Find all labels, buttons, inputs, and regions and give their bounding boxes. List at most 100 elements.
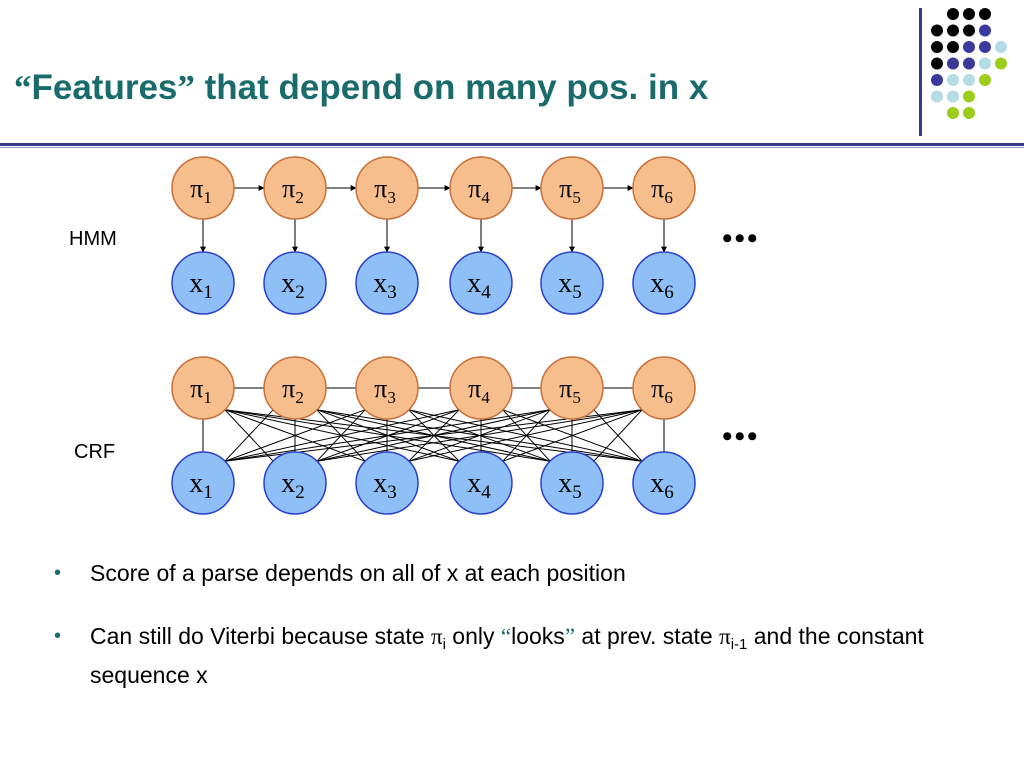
hmm-obs-node-4: x4 bbox=[449, 251, 513, 315]
bullet-marker: • bbox=[54, 625, 62, 647]
bullet-2-text-b: only bbox=[445, 623, 501, 649]
bullet-2-pi-prev-symbol: π bbox=[719, 624, 731, 649]
hmm-ellipsis: ••• bbox=[722, 222, 760, 255]
hmm-state-node-6-subscript: 6 bbox=[664, 188, 673, 207]
crf-state-node-2-circle bbox=[263, 356, 327, 420]
black-decor-dot bbox=[931, 24, 943, 37]
crf-label: CRF bbox=[74, 441, 116, 463]
hmm-state-node-2-circle bbox=[263, 156, 327, 220]
bullet-item-2: • Can still do Viterbi because state πi … bbox=[54, 621, 1004, 691]
crf-obs-node-3: x3 bbox=[355, 451, 419, 515]
crf-obs-node-2-circle bbox=[263, 451, 327, 515]
crf-obs-node-2-symbol: x bbox=[281, 468, 295, 499]
hmm-state-node-5-subscript: 5 bbox=[572, 188, 581, 207]
bullet-2-text-a: Can still do Viterbi because state bbox=[90, 623, 431, 649]
hmm-obs-node-6-subscript: 6 bbox=[664, 282, 674, 303]
hmm-obs-node-2: x2 bbox=[263, 251, 327, 315]
crf-state-node-1-symbol: π bbox=[190, 374, 203, 403]
crf-potential-edge bbox=[224, 409, 274, 462]
crf-obs-node-1: x1 bbox=[171, 451, 235, 515]
crf-state-node-4-circle bbox=[449, 356, 513, 420]
hmm-state-node-4-circle bbox=[449, 156, 513, 220]
crf-obs-node-1-symbol: x bbox=[189, 468, 203, 499]
title-underline-thin bbox=[0, 147, 1024, 148]
hmm-obs-node-2-circle bbox=[263, 251, 327, 315]
crf-obs-node-3-label: x3 bbox=[373, 468, 397, 503]
hmm-state-node-3-label: π3 bbox=[374, 174, 396, 207]
hmm-obs-node-4-label: x4 bbox=[467, 268, 491, 303]
crf-state-node-2-label: π2 bbox=[282, 374, 304, 407]
hmm-obs-node-3-label: x3 bbox=[373, 268, 397, 303]
title-features-word: Features bbox=[31, 68, 178, 107]
crf-potential-edge bbox=[316, 409, 643, 462]
indigo-decor-dot bbox=[979, 41, 991, 53]
bullet-list: • Score of a parse depends on all of x a… bbox=[54, 558, 1004, 691]
hmm-obs-node-6-label: x6 bbox=[650, 268, 674, 303]
hmm-label: HMM bbox=[69, 228, 117, 250]
crf-obs-node-5: x5 bbox=[540, 451, 604, 515]
black-decor-dot bbox=[963, 8, 975, 20]
lightblue-decor-dot bbox=[931, 90, 943, 103]
black-decor-dot bbox=[947, 8, 959, 20]
hmm-obs-node-4-symbol: x bbox=[467, 268, 481, 299]
crf-state-node-4: π4 bbox=[449, 356, 513, 420]
title-underline bbox=[0, 143, 1024, 146]
crf-state-node-3-label: π3 bbox=[374, 374, 396, 407]
hmm-state-node-6: π6 bbox=[632, 156, 696, 220]
crf-state-node-6-symbol: π bbox=[651, 374, 664, 403]
hmm-state-node-5: π5 bbox=[540, 156, 604, 220]
black-decor-dot bbox=[931, 41, 943, 53]
hmm-obs-node-2-label: x2 bbox=[281, 268, 305, 303]
crf-state-node-5-circle bbox=[540, 356, 604, 420]
crf-potential-edge bbox=[593, 409, 643, 462]
crf-obs-node-6-subscript: 6 bbox=[664, 482, 674, 503]
crf-state-node-1: π1 bbox=[171, 356, 235, 420]
hmm-obs-node-3-subscript: 3 bbox=[387, 282, 397, 303]
hmm-state-node-1: π1 bbox=[171, 156, 235, 220]
crf-state-node-2-subscript: 2 bbox=[295, 388, 304, 407]
crf-state-node-4-label: π4 bbox=[468, 374, 490, 407]
hmm-obs-node-3-circle bbox=[355, 251, 419, 315]
bullet-2-pi-subscript: i bbox=[442, 636, 446, 653]
lightblue-decor-dot bbox=[995, 41, 1007, 53]
crf-obs-node-6-circle bbox=[632, 451, 696, 515]
lightblue-decor-dot bbox=[947, 90, 959, 103]
title-open-quote: “ bbox=[14, 68, 32, 107]
hmm-obs-node-5-circle bbox=[540, 251, 604, 315]
slide-title: “Features” that depend on many pos. in x bbox=[14, 68, 708, 108]
hmm-state-node-4-subscript: 4 bbox=[481, 188, 490, 207]
indigo-decor-dot bbox=[963, 57, 975, 70]
crf-obs-node-4-subscript: 4 bbox=[481, 482, 491, 503]
crf-obs-node-5-symbol: x bbox=[558, 468, 572, 499]
hmm-state-node-4: π4 bbox=[449, 156, 513, 220]
hmm-obs-node-5-symbol: x bbox=[558, 268, 572, 299]
crf-potential-edge bbox=[224, 409, 551, 462]
hmm-state-node-3: π3 bbox=[355, 156, 419, 220]
crf-state-node-6: π6 bbox=[632, 356, 696, 420]
bullet-2-pi-symbol: π bbox=[430, 624, 443, 649]
crf-state-node-2: π2 bbox=[263, 356, 327, 420]
crf-obs-node-6: x6 bbox=[632, 451, 696, 515]
bullet-1-text: Score of a parse depends on all of x at … bbox=[90, 560, 626, 586]
hmm-state-node-1-subscript: 1 bbox=[203, 188, 212, 207]
hmm-state-node-5-label: π5 bbox=[559, 174, 581, 207]
hmm-state-node-4-label: π4 bbox=[468, 174, 490, 207]
hmm-state-node-4-symbol: π bbox=[468, 174, 481, 203]
crf-state-node-3: π3 bbox=[355, 356, 419, 420]
crf-obs-node-2: x2 bbox=[263, 451, 327, 515]
green-decor-dot bbox=[995, 57, 1007, 70]
title-close-quote: ” bbox=[177, 68, 195, 107]
hmm-obs-node-5-subscript: 5 bbox=[572, 282, 582, 303]
crf-state-node-5: π5 bbox=[540, 356, 604, 420]
hmm-obs-node-1-subscript: 1 bbox=[203, 282, 213, 303]
hmm-state-node-3-subscript: 3 bbox=[387, 188, 396, 207]
crf-state-node-6-label: π6 bbox=[651, 374, 673, 407]
crf-obs-node-4-circle bbox=[449, 451, 513, 515]
hmm-edges bbox=[200, 185, 667, 253]
hmm-obs-node-1-circle bbox=[171, 251, 235, 315]
black-decor-dot bbox=[979, 8, 991, 20]
hmm-state-node-1-symbol: π bbox=[190, 174, 203, 203]
hmm-state-node-2: π2 bbox=[263, 156, 327, 220]
hmm-obs-node-5-label: x5 bbox=[558, 268, 582, 303]
